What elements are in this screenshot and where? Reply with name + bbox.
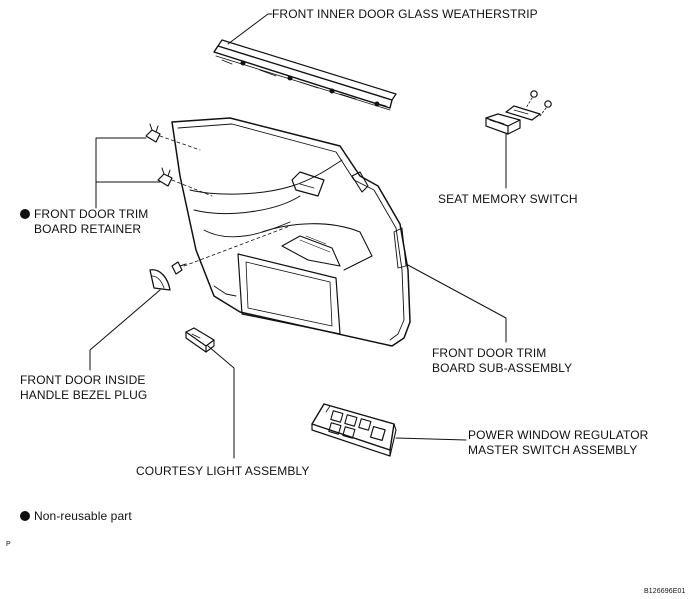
door-trim-board-leader [405, 263, 507, 343]
label-trim-retainer-line2: BOARD RETAINER [34, 222, 142, 236]
retainer-dashed-lines [159, 135, 291, 267]
weatherstrip-part [213, 39, 397, 111]
label-trim-board-line1: FRONT DOOR TRIM [432, 346, 547, 360]
courtesy-light-part [185, 327, 215, 353]
door-trim-board-part [171, 117, 411, 347]
handle-bezel-plug-leader [89, 289, 161, 371]
trim-board-retainer-middle [157, 167, 173, 187]
non-reusable-legend-icon [20, 511, 30, 521]
handle-bezel-plug-part [149, 269, 171, 291]
master-switch-leader [395, 437, 467, 441]
label-master-switch-line1: POWER WINDOW REGULATOR [468, 428, 649, 442]
label-weatherstrip: FRONT INNER DOOR GLASS WEATHERSTRIP [272, 7, 538, 21]
label-trim-board-retainer: FRONT DOOR TRIM [20, 207, 148, 222]
courtesy-light-leader [207, 345, 235, 459]
label-seat-memory-switch: SEAT MEMORY SWITCH [438, 192, 578, 206]
weatherstrip-leader [227, 13, 273, 45]
label-courtesy-light: COURTESY LIGHT ASSEMBLY [136, 464, 310, 478]
corner-mark: P [6, 541, 11, 548]
non-reusable-marker-icon [20, 209, 30, 219]
label-trim-board-line2: BOARD SUB-ASSEMBLY [432, 361, 573, 375]
trim-board-retainer-upper [145, 123, 161, 143]
label-trim-retainer-line1: FRONT DOOR TRIM [34, 207, 149, 221]
trim-board-retainer-lower [171, 261, 187, 275]
master-switch-part [311, 403, 397, 457]
retainer-bracket-leader [95, 137, 161, 209]
label-master-switch-line2: MASTER SWITCH ASSEMBLY [468, 443, 638, 457]
label-bezel-plug-line1: FRONT DOOR INSIDE [20, 373, 146, 387]
legend-non-reusable: Non-reusable part [20, 509, 132, 524]
label-bezel-plug-line2: HANDLE BEZEL PLUG [20, 388, 148, 402]
legend-non-reusable-text: Non-reusable part [34, 509, 132, 523]
figure-id: B126696E01 [644, 588, 686, 595]
seat-memory-switch-part [485, 90, 552, 135]
